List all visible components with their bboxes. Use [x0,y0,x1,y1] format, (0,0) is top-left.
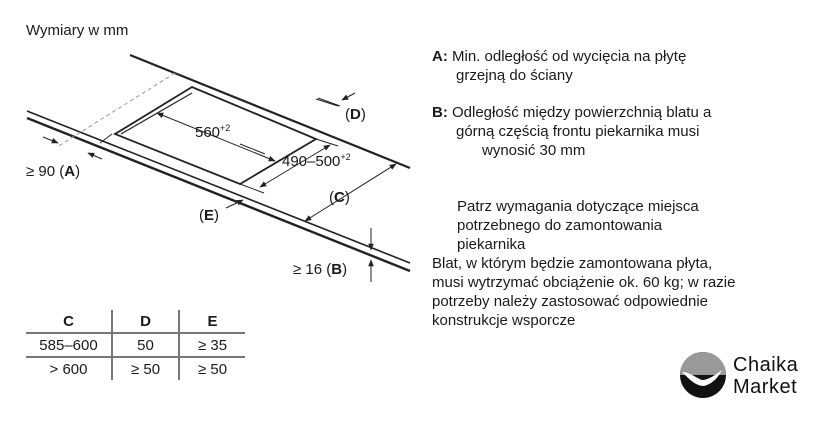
note-text: potrzebnego do zamontowania [457,217,663,234]
text: ≥ 90 ( [26,163,65,180]
extension-line [315,98,339,107]
logo-text-line1: Chaika [733,354,799,376]
tolerance: +2 [340,152,351,162]
extension-line [317,97,341,107]
extension-line [240,154,264,184]
table-row: 585–600 50 ≥ 35 [26,333,245,358]
dim-arrow-a-1 [42,136,59,144]
extension-line [240,154,265,184]
dim-arrow-e [225,199,244,209]
letter: E [204,207,215,224]
table-row: > 600 ≥ 50 ≥ 50 [26,357,245,380]
table-header: C D E [26,310,245,334]
dimensions-title: Wymiary w mm [26,22,129,39]
cutout-inner [120,92,193,135]
cell: ≥ 50 [178,357,245,380]
header-c: C [26,310,112,334]
wall-line [129,53,411,170]
note-oven: Patrz wymagania dotyczące miejsca potrze… [432,197,735,330]
cell: > 600 [49,360,88,378]
seagull-logo-icon [680,352,726,398]
header-e: E [178,310,245,334]
label-b: ≥ 16 (B) [293,261,348,278]
note-text: górną częścią frontu piekarnika musi [456,123,700,140]
note-text: grzejną do ściany [456,67,573,84]
letter: C [334,189,345,206]
extension-line [240,154,265,184]
worktop-front-upper [26,110,411,264]
extension-line [240,154,264,184]
cell: 585–600 [26,333,112,358]
extension-line [240,154,265,184]
dim-arrow-490 [259,144,331,188]
extension-line [99,133,113,144]
cell: ≥ 35 [178,333,245,358]
header-d: D [111,310,179,334]
dimension-490-500: 490–500+2 [282,152,351,170]
note-text: Patrz wymagania dotyczące miejsca [457,198,699,215]
note-a: A: Min. odległość od wycięcia na płytę g… [432,47,686,85]
text: ≥ 16 ( [293,261,332,278]
note-text: potrzeby należy zastosować odpowiednie [432,293,708,310]
dimension-value: 490–500 [282,153,341,170]
note-text: wynosić 30 mm [482,142,586,159]
note-text: konstrukcje wsporcze [432,312,576,329]
note-text: piekarnika [457,236,526,253]
dim-arrow-c [304,163,397,222]
label-d: (D) [345,106,366,123]
extension-line [240,154,265,184]
note-key: A: [432,48,448,65]
note-text: musi wytrzymać obciążenie ok. 60 kg; w r… [432,274,736,291]
note-text: Odległość między powierzchnią blatu a [452,104,712,121]
cell: ≥ 50 [111,357,179,380]
note-key: B: [432,104,448,121]
extension-line [240,154,265,184]
label-c: (C) [329,189,350,206]
extension-line [240,154,265,184]
label-a: ≥ 90 (A) [26,163,81,180]
extension-line [240,154,265,184]
dim-arrow-a-2 [87,152,103,160]
extension-line [239,143,266,155]
dimension-value: 560 [195,124,221,141]
note-text: Blat, w którym będzie zamontowana płyta, [432,255,713,272]
letter: D [350,106,361,123]
dim-arrow-560 [156,112,276,162]
extension-line [315,138,339,147]
extension-line [240,154,265,184]
letter: A [64,163,76,180]
dashed-reference-line [56,72,176,148]
dim-arrow-d [341,92,356,101]
worktop-front-lower [26,116,411,273]
cell: 50 [111,333,179,358]
extension-line [239,183,265,194]
note-text: Min. odległość od wycięcia na płytę [452,48,687,65]
dimension-560: 560+2 [195,123,230,141]
logo-text-line2: Market [733,376,798,398]
note-b: B: Odległość między powierzchnią blatu a… [432,103,711,160]
clearance-table: C D E 585–600 50 ≥ 35 > 600 ≥ 50 ≥ 50 [26,310,245,380]
extension-line [241,154,265,184]
tolerance: +2 [220,123,231,133]
label-e: (E) [199,207,220,224]
letter: B [331,261,343,278]
